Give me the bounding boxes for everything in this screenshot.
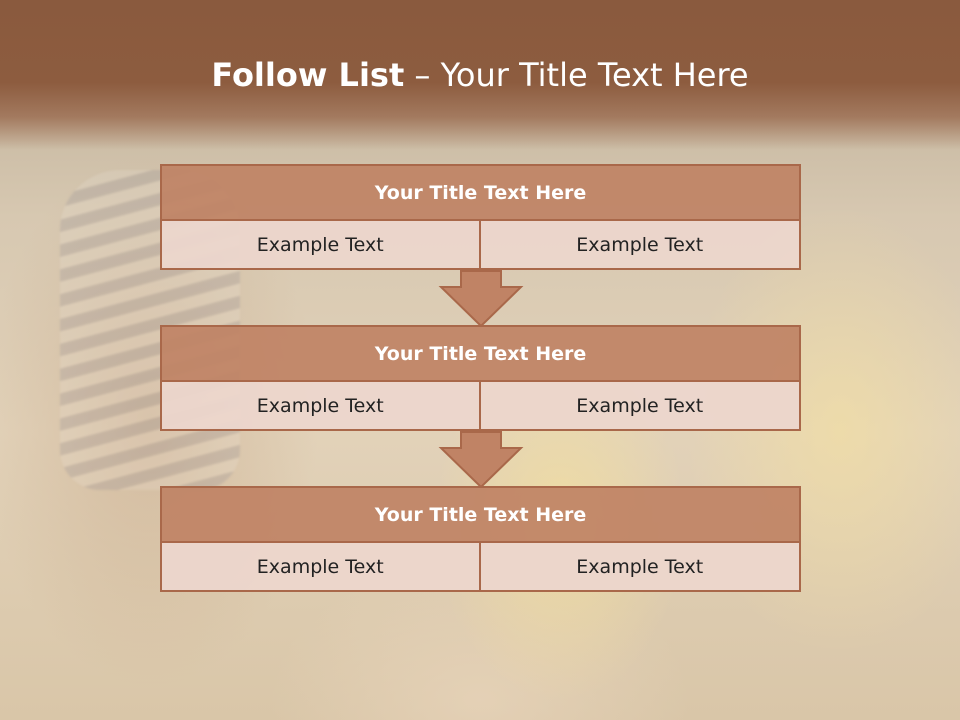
step-block-2: Your Title Text Here Example Text Exampl… [160, 325, 801, 431]
slide-title: Follow List – Your Title Text Here [0, 55, 960, 95]
step-1-right-text: Example Text [480, 221, 801, 270]
down-arrow-icon [438, 270, 524, 328]
step-3-left-text: Example Text [160, 543, 481, 592]
slide-title-rest: – Your Title Text Here [404, 56, 749, 94]
step-3-title: Your Title Text Here [160, 486, 801, 543]
step-2-right-text: Example Text [480, 382, 801, 431]
slide-title-strong: Follow List [211, 56, 405, 94]
down-arrow-icon [438, 431, 524, 489]
step-1-title: Your Title Text Here [160, 164, 801, 221]
step-3-right-text: Example Text [480, 543, 801, 592]
step-block-1: Your Title Text Here Example Text Exampl… [160, 164, 801, 270]
title-bar [0, 0, 960, 150]
step-2-left-text: Example Text [160, 382, 481, 431]
step-1-left-text: Example Text [160, 221, 481, 270]
step-block-3: Your Title Text Here Example Text Exampl… [160, 486, 801, 592]
step-2-row: Example Text Example Text [160, 382, 801, 431]
step-2-title: Your Title Text Here [160, 325, 801, 382]
step-1-row: Example Text Example Text [160, 221, 801, 270]
step-3-row: Example Text Example Text [160, 543, 801, 592]
